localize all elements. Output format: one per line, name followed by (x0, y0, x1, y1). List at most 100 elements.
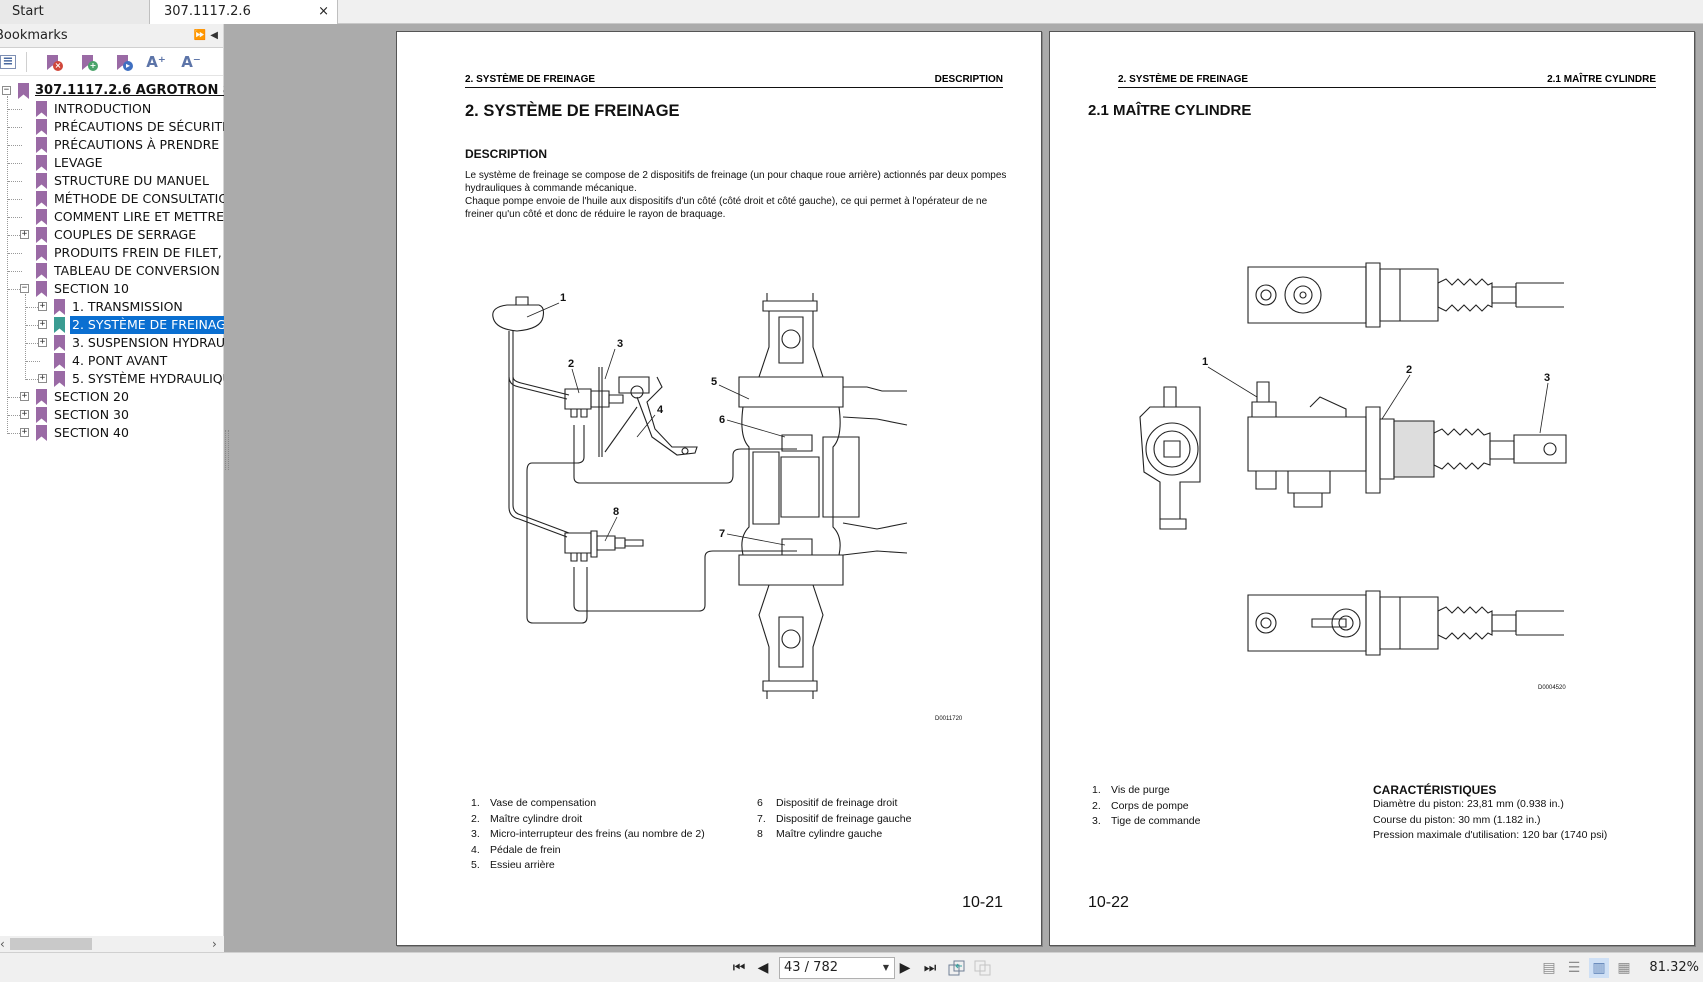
next-view-icon[interactable] (974, 960, 992, 976)
bookmark-root[interactable]: −307.1117.2.6 AGROTRON 80 - 105 (0, 82, 224, 100)
callout-3: 3 (617, 338, 623, 350)
bookmarks-toolbar: ≡ × + ▸ A⁺ A⁻ (0, 48, 223, 76)
tree-connector (8, 163, 22, 164)
running-header: 2. SYSTÈME DE FREINAGE 2.1 MAÎTRE CYLIND… (1118, 74, 1656, 88)
diagram-callouts: 1 2 3 4 5 6 7 8 D0011720 (560, 292, 963, 722)
single-page-view-icon[interactable]: ▤ (1542, 960, 1556, 976)
expand-toggle-icon[interactable]: + (38, 373, 47, 383)
next-page-icon[interactable]: ▶ (899, 960, 911, 976)
bookmark-item[interactable]: PRÉCAUTIONS DE SÉCURITÉ (0, 118, 224, 136)
continuous-view-icon[interactable]: ☰ (1567, 960, 1581, 976)
close-icon[interactable]: × (318, 4, 329, 19)
bookmark-icon (54, 353, 65, 369)
first-page-icon[interactable]: ⏮ (732, 960, 746, 976)
expand-toggle-icon[interactable]: + (20, 427, 29, 437)
panel-splitter[interactable] (225, 430, 229, 470)
add-bookmark-icon[interactable]: + (79, 52, 99, 72)
bookmark-label: LEVAGE (54, 155, 103, 170)
collapse-panel-icon[interactable]: ◀ (210, 30, 218, 41)
spec-item: Diamètre du piston: 23,81 mm (0.938 in.) (1373, 798, 1564, 810)
scroll-right-icon[interactable]: › (212, 937, 217, 951)
bookmark-item[interactable]: TABLEAU DE CONVERSION DE (0, 262, 224, 280)
master-cylinder-top-view (1248, 263, 1564, 327)
legend-column-1: 1.Vase de compensation 2.Maître cylindre… (471, 796, 705, 874)
chevron-down-icon[interactable]: ▼ (882, 963, 889, 972)
expand-toggle-icon[interactable]: + (20, 409, 29, 419)
bookmarks-header: Bookmarks ⏩ ◀ (0, 24, 223, 48)
expand-toggle-icon[interactable]: + (20, 391, 29, 401)
tree-connector (26, 343, 40, 344)
legend-item: 7.Dispositif de freinage gauche (757, 812, 912, 825)
bookmark-item[interactable]: +SECTION 30 (0, 406, 224, 424)
bookmark-label: 4. PONT AVANT (72, 353, 168, 368)
master-cylinder-right-drawing (565, 367, 623, 457)
expand-all-icon[interactable]: ≡ (0, 55, 16, 69)
bookmark-item[interactable]: +3. SUSPENSION HYDRAULI (0, 334, 224, 352)
bookmark-item[interactable]: LEVAGE (0, 154, 224, 172)
zoom-level[interactable]: 81.32% (1649, 960, 1699, 975)
expand-toggle-icon[interactable]: + (38, 319, 47, 329)
horizontal-scrollbar[interactable]: ‹ › (0, 936, 224, 952)
legend-item: 1.Vase de compensation (471, 797, 597, 809)
bookmark-item[interactable]: +SECTION 20 (0, 388, 224, 406)
legend-item: 3.Micro-interrupteur des freins (au nomb… (471, 828, 705, 840)
bookmark-icon (36, 227, 47, 243)
bookmark-item[interactable]: MÉTHODE DE CONSULTATION (0, 190, 224, 208)
tree-connector (8, 199, 22, 200)
paragraph-2: Chaque pompe envoie de l'huile aux dispo… (465, 196, 988, 220)
goto-bookmark-icon[interactable]: ▸ (114, 52, 134, 72)
font-decrease-icon[interactable]: A⁻ (181, 53, 201, 71)
tab-start[interactable]: Start (0, 0, 150, 24)
bookmark-icon (36, 137, 47, 153)
master-cylinder-left-drawing (565, 531, 643, 561)
bookmark-item[interactable]: +1. TRANSMISSION (0, 298, 224, 316)
bookmark-item[interactable]: +2. SYSTÈME DE FREINAGE (0, 316, 224, 334)
expand-toggle-icon[interactable]: + (20, 229, 29, 239)
bookmark-item[interactable]: COMMENT LIRE ET METTRE À (0, 208, 224, 226)
bookmark-item[interactable]: 4. PONT AVANT (0, 352, 224, 370)
tree-guide (7, 96, 8, 434)
running-header-right: 2.1 MAÎTRE CYLINDRE (1547, 74, 1656, 85)
description-paragraph: Le système de freinage se compose de 2 d… (465, 169, 1010, 221)
bookmark-item[interactable]: − SECTION 10 (0, 280, 224, 298)
bookmark-item[interactable]: STRUCTURE DU MANUEL (0, 172, 224, 190)
bookmark-label: SECTION 10 (54, 281, 129, 296)
delete-bookmark-icon[interactable]: × (44, 52, 64, 72)
collapse-toggle-icon[interactable]: − (2, 85, 11, 95)
font-increase-icon[interactable]: A⁺ (146, 53, 166, 71)
previous-page-icon[interactable]: ◀ (757, 960, 769, 976)
scrollbar-thumb[interactable] (10, 938, 92, 950)
expand-toggle-icon[interactable]: + (38, 337, 47, 347)
bookmark-icon (36, 425, 47, 441)
tree-connector (26, 325, 40, 326)
add-badge: + (88, 61, 98, 71)
bookmark-item[interactable]: PRÉCAUTIONS À PRENDRE LORS (0, 136, 224, 154)
legend-item: 1.Vis de purge (1092, 784, 1170, 796)
bookmark-item[interactable]: +5. SYSTÈME HYDRAULIQUE (0, 370, 224, 388)
last-page-icon[interactable]: ⏭ (923, 960, 937, 976)
pin-panel-icon[interactable]: ⏩ (193, 30, 207, 41)
tree-connector (8, 217, 22, 218)
figure-code: D0004520 (1538, 685, 1566, 691)
collapse-toggle-icon[interactable]: − (20, 283, 29, 293)
bookmark-icon (18, 83, 29, 99)
bookmark-item[interactable]: PRODUITS FREIN DE FILET, AD (0, 244, 224, 262)
bookmark-glyph (47, 55, 58, 70)
tab-document[interactable]: 307.1117.2.6 × (150, 0, 338, 24)
bookmark-label: PRODUITS FREIN DE FILET, AD (54, 245, 224, 260)
bookmark-item[interactable]: +COUPLES DE SERRAGE (0, 226, 224, 244)
bookmark-item[interactable]: +SECTION 40 (0, 424, 224, 442)
scroll-left-icon[interactable]: ‹ (0, 937, 5, 951)
previous-view-icon[interactable] (948, 960, 966, 976)
bookmark-icon (54, 299, 65, 315)
bookmark-icon (36, 209, 47, 225)
bookmark-label: PRÉCAUTIONS DE SÉCURITÉ (54, 119, 224, 134)
two-page-continuous-view-icon[interactable]: ▦ (1617, 960, 1631, 976)
bookmark-icon (36, 173, 47, 189)
bookmark-item[interactable]: INTRODUCTION (0, 100, 224, 118)
two-page-view-icon[interactable]: ▥ (1589, 958, 1609, 978)
page-number-input[interactable]: 43 / 782 ▼ (779, 957, 895, 979)
expand-toggle-icon[interactable]: + (38, 301, 47, 311)
